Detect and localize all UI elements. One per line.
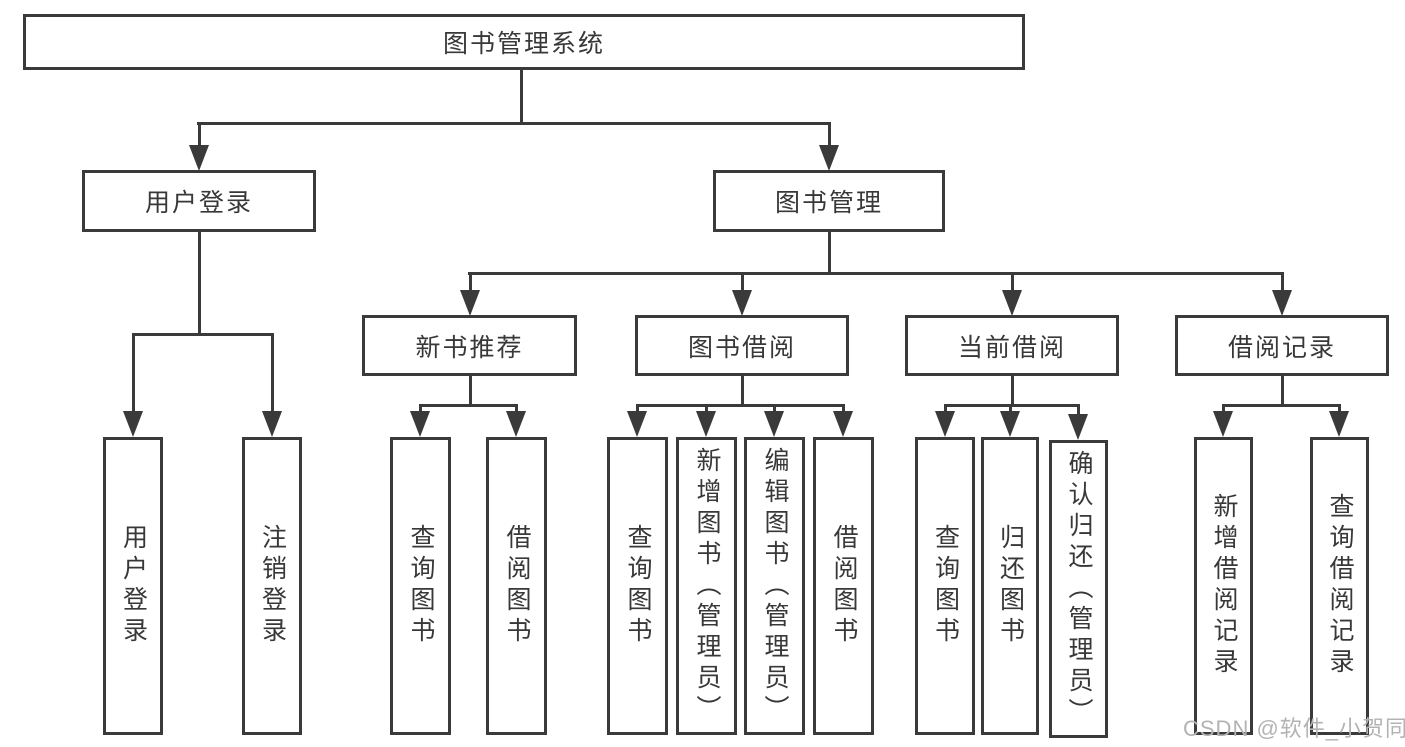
node-user-login: 用户登录: [82, 170, 316, 232]
arrow-down-icon: [123, 411, 143, 437]
connector-line: [520, 70, 523, 122]
arrow-down-icon: [819, 145, 839, 171]
arrow-down-icon: [262, 411, 282, 437]
connector-line: [419, 404, 518, 407]
connector-line: [1077, 404, 1080, 418]
arrow-down-icon: [833, 411, 853, 437]
arrow-down-icon: [935, 411, 955, 437]
connector-line: [741, 272, 744, 294]
leaf-logout-label: 注销登录: [258, 524, 287, 648]
connector-line: [828, 231, 831, 274]
csdn-watermark: CSDN @软件_小贺同学: [1183, 716, 1405, 741]
connector-line: [271, 333, 274, 415]
connector-line: [1011, 376, 1014, 406]
connector-line: [741, 376, 744, 406]
connector-line: [828, 122, 831, 150]
connector-line: [132, 333, 274, 336]
leaf-confirm-return-admin-label: 确认归还（管理员）: [1065, 449, 1093, 729]
arrow-down-icon: [460, 290, 480, 316]
connector-line: [636, 404, 639, 416]
arrow-down-icon: [627, 411, 647, 437]
connector-line: [469, 376, 472, 406]
leaf-add-borrow-record-label: 新增借阅记录: [1210, 493, 1238, 679]
leaf-user-login: 用户登录: [103, 437, 163, 735]
node-new-book-recommend: 新书推荐: [362, 315, 577, 376]
arrow-down-icon: [506, 411, 526, 437]
connector-line: [1222, 404, 1340, 407]
connector-line: [198, 122, 201, 150]
arrow-down-icon: [1000, 411, 1020, 437]
connector-line: [636, 404, 844, 407]
node-user-login-label: 用户登录: [144, 189, 253, 217]
arrow-down-icon: [1329, 411, 1349, 437]
node-new-book-recommend-label: 新书推荐: [415, 333, 524, 362]
leaf-borrow-books: 借阅图书: [813, 437, 874, 735]
connector-line: [944, 404, 947, 416]
arrow-down-icon: [1002, 290, 1022, 316]
leaf-user-login-label: 用户登录: [119, 524, 148, 648]
node-book-borrowing: 图书借阅: [635, 315, 849, 376]
node-book-management: 图书管理: [713, 170, 945, 232]
connector-line: [1009, 404, 1012, 416]
node-borrowing-records: 借阅记录: [1175, 315, 1389, 376]
connector-line: [198, 231, 201, 335]
node-current-borrowing-label: 当前借阅: [957, 333, 1066, 362]
arrow-down-icon: [189, 145, 209, 171]
node-book-management-label: 图书管理: [774, 189, 883, 217]
leaf-borrow-books-label: 借阅图书: [830, 524, 858, 648]
connector-line: [1011, 272, 1014, 294]
arrow-down-icon: [1213, 411, 1233, 437]
connector-line: [705, 404, 708, 416]
leaf-borrow-books-recommend-label: 借阅图书: [503, 524, 531, 648]
leaf-confirm-return-admin: 确认归还（管理员）: [1049, 440, 1108, 738]
arrow-down-icon: [732, 290, 752, 316]
arrow-down-icon: [410, 411, 430, 437]
leaf-query-borrow-record-label: 查询借阅记录: [1326, 493, 1354, 679]
leaf-query-books-recommend: 查询图书: [390, 437, 451, 735]
leaf-query-books-current: 查询图书: [915, 437, 975, 735]
connector-line: [1222, 404, 1225, 416]
connector-line: [132, 333, 135, 415]
connector-line: [469, 272, 472, 294]
connector-line: [1338, 404, 1341, 416]
leaf-add-books-admin: 新增图书（管理员）: [676, 437, 737, 735]
leaf-return-books: 归还图书: [981, 437, 1039, 735]
node-borrowing-records-label: 借阅记录: [1227, 333, 1336, 362]
leaf-return-books-label: 归还图书: [996, 524, 1025, 648]
connector-line: [1281, 376, 1284, 406]
leaf-edit-books-admin: 编辑图书（管理员）: [744, 437, 805, 735]
leaf-logout: 注销登录: [242, 437, 302, 735]
node-root-label: 图书管理系统: [442, 30, 605, 58]
node-book-borrowing-label: 图书借阅: [687, 333, 796, 362]
arrow-down-icon: [696, 411, 716, 437]
leaf-query-books-recommend-label: 查询图书: [407, 524, 435, 648]
node-root: 图书管理系统: [23, 14, 1025, 70]
arrow-down-icon: [764, 411, 784, 437]
connector-line: [842, 404, 845, 416]
leaf-add-borrow-record: 新增借阅记录: [1194, 437, 1253, 735]
node-current-borrowing: 当前借阅: [905, 315, 1119, 376]
leaf-query-books-current-label: 查询图书: [931, 524, 960, 648]
leaf-edit-books-admin-label: 编辑图书（管理员）: [761, 446, 789, 726]
connector-line: [419, 404, 422, 416]
leaf-query-books-borrowing: 查询图书: [607, 437, 668, 735]
arrow-down-icon: [1272, 290, 1292, 316]
connector-line: [515, 404, 518, 416]
connector-line: [773, 404, 776, 416]
connector-line: [1281, 272, 1284, 294]
leaf-query-books-borrowing-label: 查询图书: [624, 524, 652, 648]
leaf-add-books-admin-label: 新增图书（管理员）: [693, 446, 721, 726]
connector-line: [197, 122, 831, 125]
leaf-query-borrow-record: 查询借阅记录: [1310, 437, 1369, 735]
arrow-down-icon: [1068, 414, 1088, 440]
leaf-borrow-books-recommend: 借阅图书: [486, 437, 547, 735]
connector-line: [468, 272, 1284, 275]
